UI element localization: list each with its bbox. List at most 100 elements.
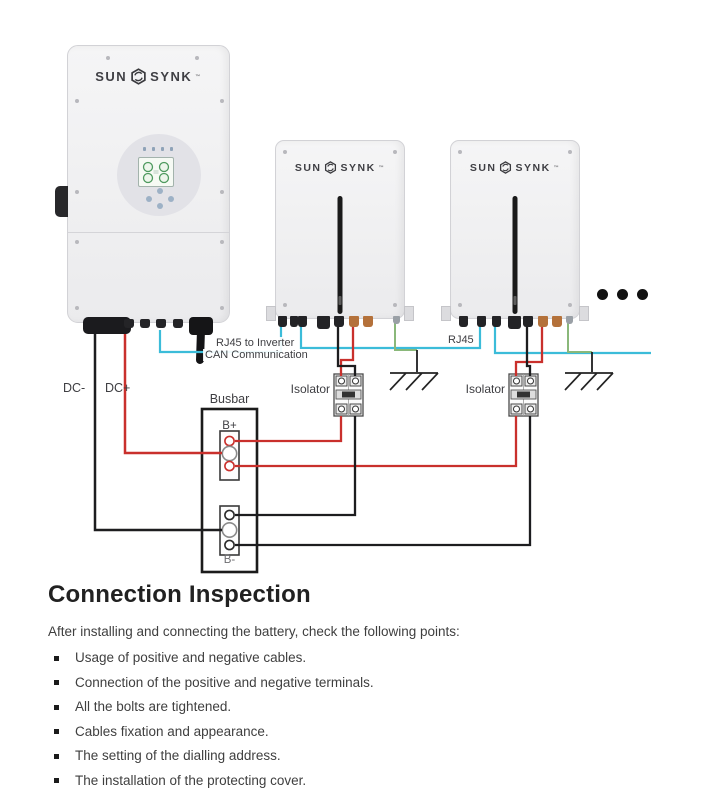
- ac-cable: [196, 326, 205, 364]
- bullet-icon: [54, 680, 59, 685]
- label-rj45: RJ45: [446, 334, 476, 346]
- screw: [75, 99, 79, 103]
- connection-inspection-section: Connection Inspection After installing a…: [48, 581, 673, 797]
- wire-earth-battery2: [567, 323, 592, 353]
- logo-text-sun: SUN: [294, 161, 322, 174]
- battery-port-can: [278, 316, 287, 327]
- battery-terminal: [363, 316, 373, 327]
- status-led-icons: [143, 147, 173, 151]
- inverter-port: [124, 319, 134, 328]
- wire-earth-battery1: [394, 323, 417, 351]
- list-item-text: The installation of the protecting cover…: [75, 772, 307, 788]
- inverter-port: [173, 319, 183, 328]
- label-can-communication: CAN Communication: [203, 349, 310, 361]
- screw: [283, 150, 287, 154]
- list-item: Connection of the positive and negative …: [48, 675, 673, 691]
- wire-isolator1-battery1-positive: [339, 323, 355, 376]
- more-batteries-ellipsis: [597, 289, 648, 300]
- inspection-checklist: Usage of positive and negative cables. C…: [48, 650, 673, 789]
- inverter-port: [140, 319, 150, 328]
- battery-logo: SUN SYNK ™: [276, 161, 404, 174]
- busbar-bminus-terminal: [219, 505, 240, 556]
- screw: [106, 56, 110, 60]
- inverter-logo: SUN SYNK ™: [68, 68, 229, 85]
- list-item: Cables fixation and appearance.: [48, 724, 673, 740]
- ac-connector: [189, 317, 213, 335]
- intro-text: After installing and connecting the batt…: [48, 624, 460, 639]
- battery-led-stripe: [337, 196, 343, 314]
- stripe-indicator: [338, 296, 342, 305]
- battery-port: [317, 316, 330, 329]
- battery-logo: SUN SYNK ™: [451, 161, 579, 174]
- screw: [283, 303, 287, 307]
- label-busbar: Busbar: [209, 392, 250, 406]
- battery-terminal-positive: [538, 316, 548, 327]
- ground-icon: [564, 372, 614, 391]
- wire-isolator2-battery2-positive: [514, 323, 544, 376]
- wire-bminus-isolator1: [235, 416, 357, 517]
- screw: [220, 190, 224, 194]
- logo-trademark: ™: [378, 164, 386, 171]
- list-item-text: The setting of the dialling address.: [75, 748, 281, 763]
- display-buttons: [145, 188, 175, 209]
- label-b-minus: B-: [223, 554, 236, 566]
- battery-port: [508, 316, 521, 329]
- logo-text-sun: SUN: [469, 161, 497, 174]
- wire-bplus-isolator2: [235, 416, 518, 468]
- sunsynk-logo-icon: [131, 68, 146, 85]
- screw: [75, 240, 79, 244]
- wiring-diagram: [93, 323, 651, 574]
- label-isolator-2: Isolator: [465, 382, 505, 396]
- battery-terminal-negative: [523, 316, 533, 327]
- mount-bracket: [404, 306, 414, 321]
- screw: [393, 303, 397, 307]
- wire-bminus-isolator2: [235, 416, 532, 547]
- ground-icon: [389, 372, 439, 391]
- label-rj45-to-inverter: RJ45 to Inverter: [214, 337, 297, 349]
- wire-rj45-battery2-next: [493, 323, 651, 355]
- isolator-breaker-2: [508, 373, 539, 417]
- wire-isolator2-battery2-negative: [525, 323, 532, 376]
- earth-lug: [393, 316, 400, 324]
- battery-terminal: [552, 316, 562, 327]
- screw: [75, 190, 79, 194]
- battery-cable-gland: [83, 317, 131, 334]
- mount-bracket: [441, 306, 451, 321]
- busbar-box: [200, 407, 259, 574]
- battery-led-stripe: [512, 196, 518, 314]
- dc-switch-handle: [55, 186, 68, 217]
- inverter: SUN SYNK ™: [55, 45, 230, 335]
- screw: [220, 99, 224, 103]
- label-dc-minus: DC-: [63, 381, 86, 395]
- screw: [195, 56, 199, 60]
- inverter-display-panel: [117, 134, 201, 216]
- sunsynk-logo-icon: [500, 161, 512, 174]
- busbar-bplus-terminal: [219, 430, 240, 481]
- list-item-text: All the bolts are tightened.: [75, 699, 232, 714]
- logo-trademark: ™: [553, 164, 561, 171]
- label-isolator-1: Isolator: [290, 382, 330, 396]
- screw: [220, 240, 224, 244]
- list-item-text: Usage of positive and negative cables.: [75, 650, 307, 665]
- list-item-text: Connection of the positive and negative …: [75, 674, 374, 690]
- wire-rj45-battery1-battery2: [299, 323, 482, 350]
- battery-port-rj45: [477, 316, 486, 327]
- page-title: Connection Inspection: [48, 581, 311, 608]
- wire-isolator1-battery1-negative: [336, 323, 357, 376]
- label-dc-plus: DC+: [105, 381, 131, 395]
- list-item: All the bolts are tightened.: [48, 699, 673, 715]
- list-item: The installation of the protecting cover…: [48, 773, 673, 789]
- mount-bracket: [266, 306, 276, 321]
- sunsynk-logo-icon: [325, 161, 337, 174]
- wire-dc-minus: [93, 331, 222, 532]
- battery-1: SUN SYNK ™: [266, 140, 414, 329]
- battery-2: SUN SYNK ™: [441, 140, 589, 329]
- battery-port-rj45: [298, 316, 307, 327]
- battery-terminal-negative: [334, 316, 344, 327]
- logo-text-sun: SUN: [95, 69, 128, 84]
- bullet-icon: [54, 704, 59, 710]
- list-item: Usage of positive and negative cables.: [48, 650, 673, 666]
- earth-lug: [566, 316, 573, 324]
- bullet-icon: [54, 655, 59, 661]
